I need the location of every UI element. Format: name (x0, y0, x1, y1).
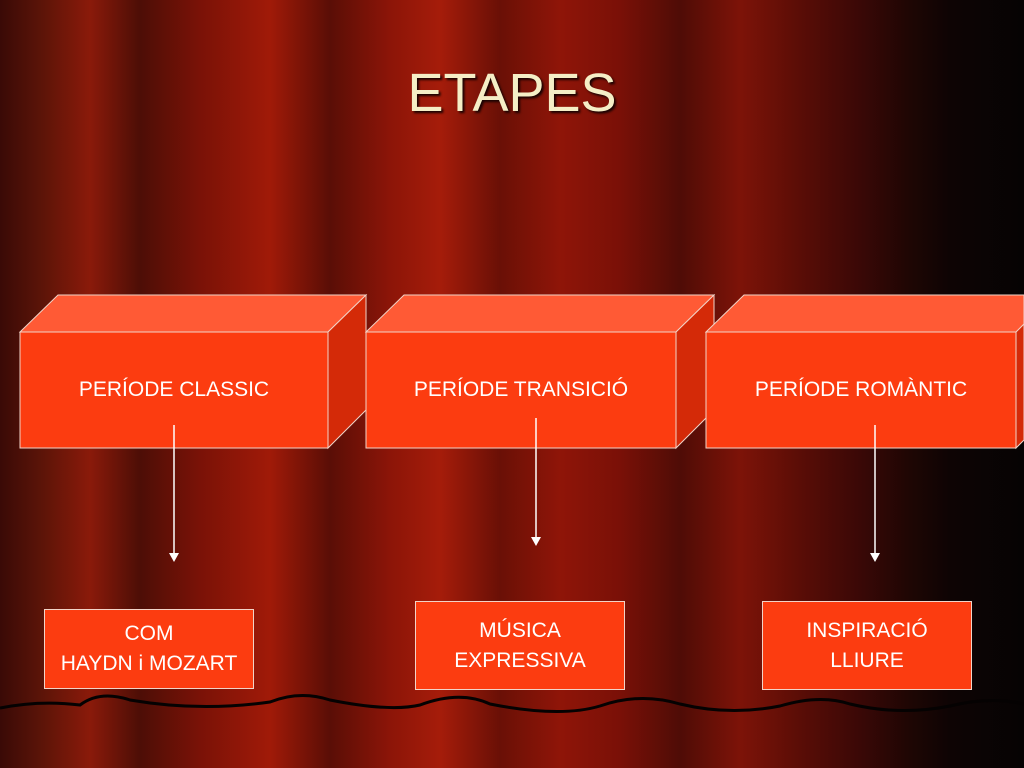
result-line: INSPIRACIÓ (806, 618, 928, 642)
arrow-transicio (531, 418, 541, 546)
curtain-hem (0, 694, 1024, 714)
stage-label-romantic: PERÍODE ROMÀNTIC (754, 378, 968, 401)
result-line: EXPRESSIVA (454, 648, 586, 672)
box-top-face (364, 294, 716, 333)
box-front-face (365, 331, 677, 449)
result-line: HAYDN i MOZART (60, 652, 238, 675)
result-line: MÚSICA (479, 618, 561, 642)
box-top-face (18, 294, 368, 333)
slide-title: ETAPES (407, 63, 617, 123)
arrow-romantic (870, 425, 880, 562)
box-top-face (704, 294, 1024, 333)
stage-box-classic (18, 293, 368, 450)
arrow-classic (169, 425, 179, 562)
stage-box-romantic (704, 294, 1024, 450)
result-box-transicio: MÚSICA EXPRESSIVA (415, 601, 625, 690)
result-box-classic: COM HAYDN i MOZART (44, 609, 254, 689)
result-line: COM (124, 622, 174, 645)
box-front-face (705, 331, 1017, 449)
result-line: LLIURE (830, 648, 904, 672)
box-side-face (1015, 323, 1024, 450)
stage-box-transicio (364, 293, 716, 450)
stage-label-classic: PERÍODE CLASSIC (78, 378, 270, 401)
stage-label-transicio: PERÍODE TRANSICIÓ (413, 378, 629, 401)
result-box-romantic: INSPIRACIÓ LLIURE (762, 601, 972, 690)
